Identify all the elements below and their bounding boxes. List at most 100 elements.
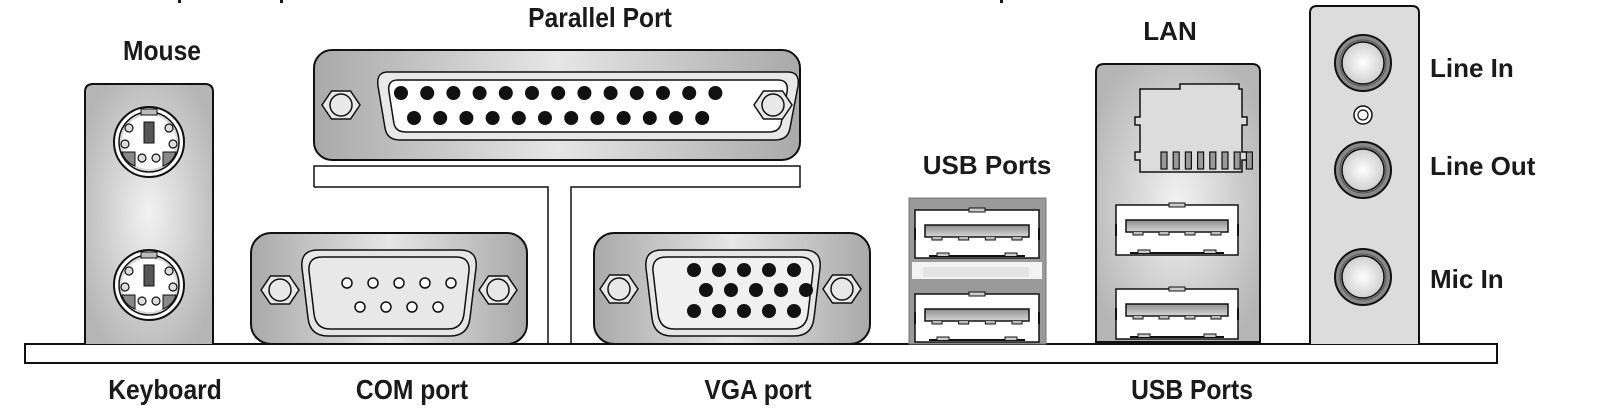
label-lan: LAN [1143,16,1196,46]
base-board [24,343,1498,364]
hex-screw-icon [260,275,300,305]
lan-contact [1233,151,1241,170]
pin [787,304,801,318]
key-notch [140,108,158,116]
cropped-title-fragment [178,0,1003,3]
pin [485,111,500,125]
hex-screw-icon [478,275,518,305]
pin [762,263,776,277]
pin [525,86,539,100]
lan-usb-ports[interactable] [1115,202,1239,340]
pin [699,283,713,297]
label-mic-in: Mic In [1430,264,1504,294]
pin [774,283,788,297]
lan-contact [1221,151,1229,170]
label-com-port: COM port [356,374,468,406]
pin [682,86,697,100]
pin [629,86,644,100]
pin [124,266,134,276]
pin [168,139,178,149]
pin [712,304,726,318]
pin [446,86,461,100]
ps2-keyboard-connector[interactable] [113,249,185,321]
hex-screw-icon [321,90,361,120]
pin [406,301,418,313]
pin [616,111,631,125]
pin [787,263,801,277]
key-block [143,121,155,144]
lan-rj45-connector[interactable] [1134,83,1254,173]
pin [708,86,723,100]
pin [341,277,353,289]
lan-contact [1209,151,1217,170]
pin [724,283,738,297]
pin [737,263,751,277]
pin [137,296,147,306]
line-out-jack[interactable] [1334,141,1392,199]
lan-contact [1196,151,1205,170]
pin [687,263,701,277]
pin [393,277,405,289]
key-notch [140,251,158,259]
label-mouse: Mouse [123,35,201,67]
pin [367,277,379,289]
hex-screw-icon [599,274,639,304]
label-line-in: Line In [1430,53,1514,83]
pin [420,86,435,100]
pin [687,304,701,318]
pin [656,86,670,100]
lan-contact [1172,151,1180,170]
label-keyboard: Keyboard [108,374,222,406]
label-usb-ports-top: USB Ports [923,150,1052,180]
pin [419,277,431,289]
label-line-out: Line Out [1430,151,1536,181]
pin [168,282,178,292]
mic-in-jack[interactable] [1334,248,1392,306]
pin [695,111,710,125]
vga-port-connector[interactable] [593,232,871,345]
usb-stack-connector[interactable] [908,197,1047,345]
pin [380,301,392,313]
pin [590,111,605,125]
pin [737,304,751,318]
parallel-bracket [313,165,801,344]
pin [432,301,444,313]
pin [137,153,147,163]
ps2-mouse-connector[interactable] [113,106,185,178]
pin [749,283,763,297]
pin [669,111,683,125]
pin [164,266,174,276]
pin [151,296,161,306]
audio-led-icon [1353,105,1373,125]
label-parallel-port: Parallel Port [528,2,672,34]
pin [498,86,513,100]
pin [712,263,726,277]
pin [445,277,457,289]
usb-port [914,207,1040,259]
parallel-port-connector[interactable] [313,49,801,161]
lan-contact [1245,151,1254,170]
usb-port [1115,202,1239,256]
line-in-jack[interactable] [1334,34,1392,92]
pin [354,301,366,313]
lan-contact [1160,151,1168,170]
usb-port [1115,286,1239,340]
pin [762,304,776,318]
pin [564,111,579,125]
pin [603,86,618,100]
key-block [143,264,155,287]
label-usb-ports-bottom: USB Ports [1131,374,1253,406]
pin [433,111,448,125]
pin [394,86,408,100]
hex-screw-icon [753,90,793,120]
pin [151,153,161,163]
pin [164,123,174,133]
hex-screw-icon [822,274,862,304]
com-port-connector[interactable] [250,232,528,345]
pin [551,86,566,100]
pin [472,86,487,100]
pin [538,111,552,125]
label-vga-port: VGA port [704,374,811,406]
pin [577,86,592,100]
